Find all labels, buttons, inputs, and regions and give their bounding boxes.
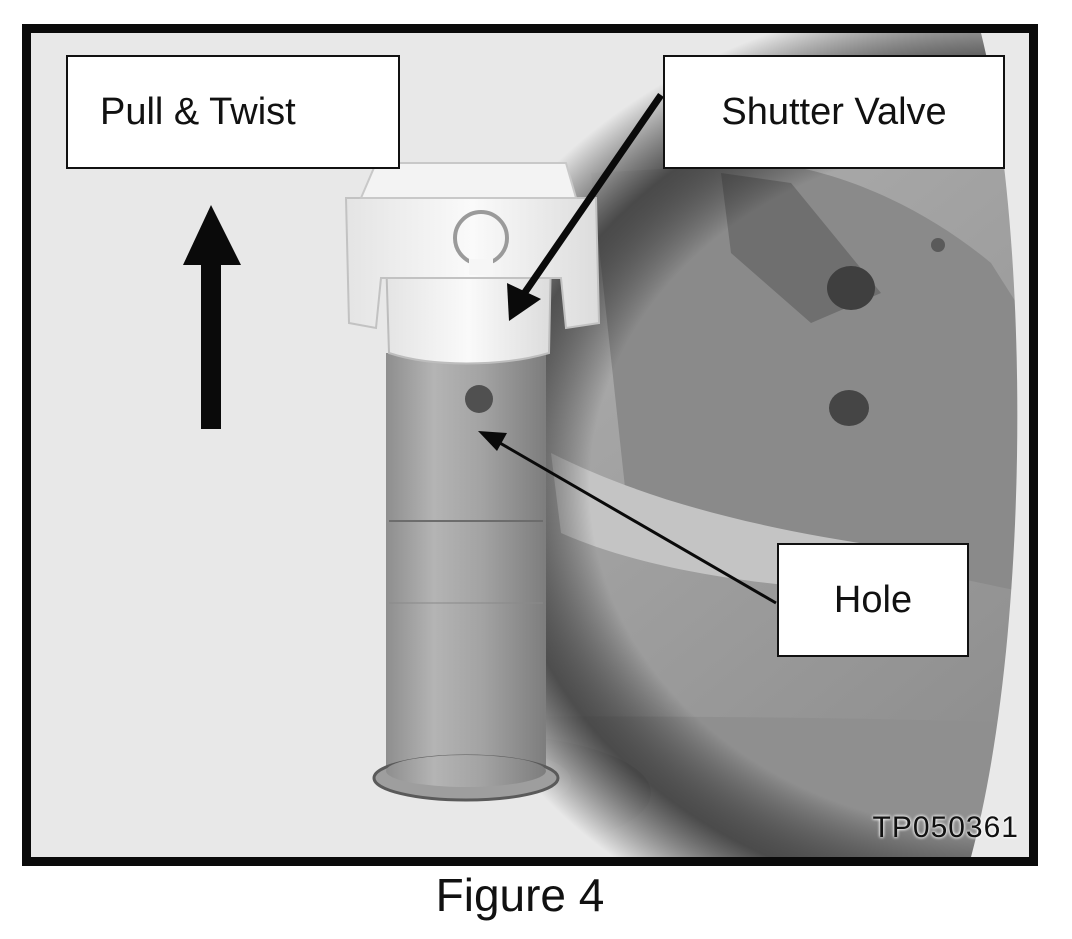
shutter-valve-label: Shutter Valve (721, 90, 947, 133)
shutter-valve-callout: Shutter Valve (663, 55, 1005, 169)
pull-twist-label: Pull & Twist (100, 90, 296, 133)
pull-twist-callout: Pull & Twist (66, 55, 400, 169)
image-code: TP050361 (872, 811, 1019, 844)
hole-label: Hole (833, 578, 913, 621)
figure-caption: Figure 4 (435, 869, 605, 921)
figure-photo-frame: Pull & Twist Shutter Valve Hole TP050361 (22, 24, 1038, 866)
hole-callout: Hole (777, 543, 969, 657)
